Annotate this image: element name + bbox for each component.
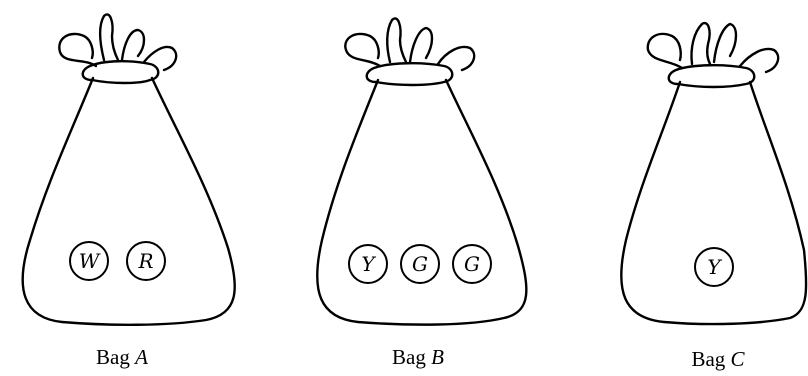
ball-a-1-label: W: [79, 249, 101, 273]
ball-b-3-label: G: [464, 252, 480, 276]
bag-b-balls: Y G G: [349, 245, 491, 283]
bag-c-caption-letter: C: [731, 347, 746, 371]
bag-a: W R Bag A: [23, 14, 235, 369]
bag-c-caption: Bag C: [691, 347, 745, 371]
bag-a-caption-letter: A: [133, 345, 148, 369]
bag-a-balls: W R: [70, 242, 165, 280]
ball-c-1-label: Y: [707, 255, 722, 279]
bag-b-caption-letter: B: [431, 345, 444, 369]
ball-a-2: R: [127, 242, 165, 280]
bag-a-outline: [23, 14, 235, 324]
bag-c-balls: Y: [695, 248, 733, 286]
ball-b-1-label: Y: [361, 252, 376, 276]
bag-c-caption-word: Bag: [691, 347, 725, 371]
bag-b-caption-word: Bag: [392, 345, 426, 369]
bag-a-caption-word: Bag: [96, 345, 130, 369]
ball-a-2-label: R: [137, 249, 153, 273]
ball-b-2: G: [401, 245, 439, 283]
ball-b-3: G: [453, 245, 491, 283]
bag-b: Y G G Bag B: [317, 18, 526, 369]
bag-c: Y Bag C: [621, 23, 806, 371]
ball-b-1: Y: [349, 245, 387, 283]
ball-a-1: W: [70, 242, 108, 280]
bag-b-caption: Bag B: [392, 345, 444, 369]
bag-a-caption: Bag A: [96, 345, 148, 369]
ball-b-2-label: G: [412, 252, 428, 276]
ball-c-1: Y: [695, 248, 733, 286]
